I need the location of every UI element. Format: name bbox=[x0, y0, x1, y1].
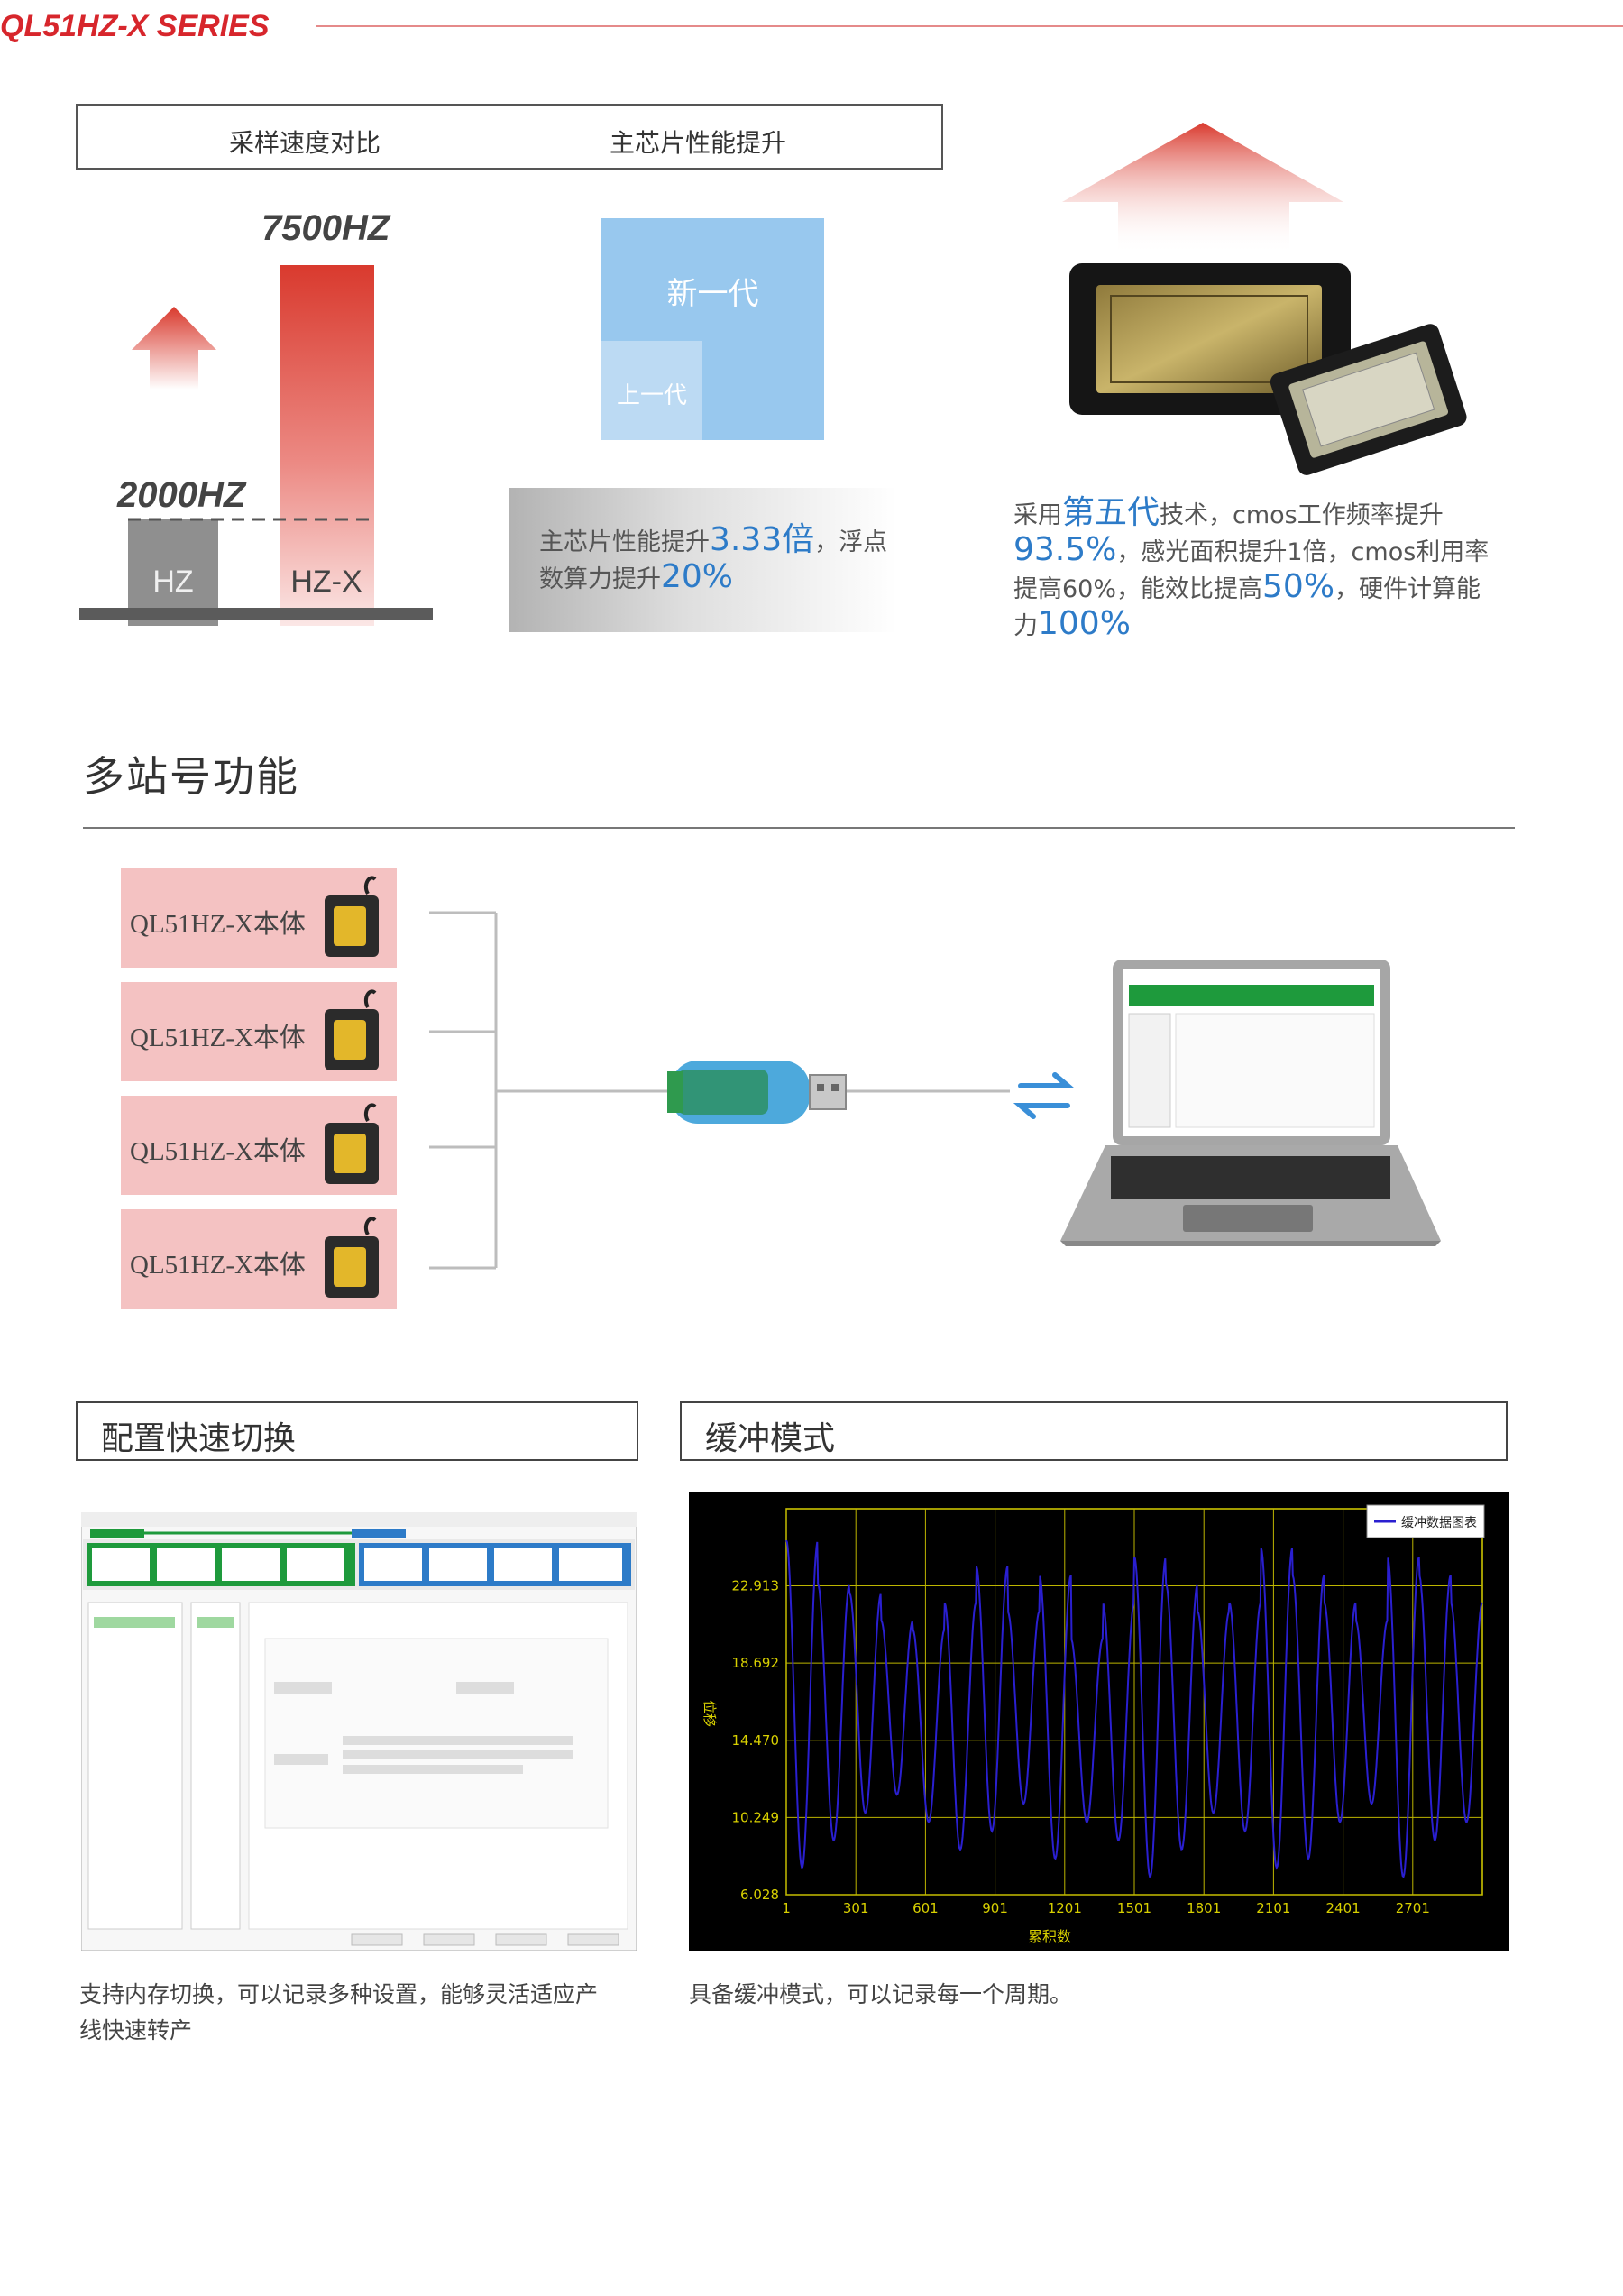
cmos-highlight-efficiency: 50% bbox=[1262, 568, 1335, 605]
sensor-device-icon bbox=[325, 989, 379, 1070]
cmos-highlight-generation: 第五代 bbox=[1062, 494, 1160, 531]
y-tick-label: 6.028 bbox=[740, 1887, 779, 1903]
new-gen-label: 新一代 bbox=[666, 276, 759, 312]
x-tick-label: 301 bbox=[843, 1900, 869, 1916]
x-tick-label: 1 bbox=[782, 1900, 791, 1916]
exchange-arrows-icon bbox=[1013, 1072, 1076, 1119]
old-gen-block bbox=[601, 341, 702, 440]
y-tick-label: 14.470 bbox=[732, 1732, 780, 1749]
y-tick-label: 18.692 bbox=[732, 1655, 780, 1671]
config-caption: 支持内存切换，可以记录多种设置，能够灵活适应产 线快速转产 bbox=[79, 1977, 656, 2049]
cmos-desc-text: ，硬件计算能 bbox=[1334, 575, 1481, 603]
hz-x-bar-label: HZ-X bbox=[290, 565, 362, 599]
buffer-line-chart: 6.028 10.249 14.470 18.692 22.913 1 301 601 901… bbox=[689, 1492, 1509, 1951]
cmos-description: 采用第五代技术，cmos工作频率提升 93.5%，感光面积提升1倍，cmos利用… bbox=[1013, 496, 1518, 644]
cmos-desc-text: 提高60%，能效比提高 bbox=[1013, 575, 1263, 603]
x-tick-label: 2701 bbox=[1396, 1900, 1430, 1916]
chip-desc-text: ，浮点 bbox=[814, 528, 888, 556]
config-caption-line: 支持内存切换，可以记录多种设置，能够灵活适应产 bbox=[79, 1981, 599, 2007]
chart-background bbox=[689, 1492, 1509, 1951]
chart-y-ticks: 6.028 10.249 14.470 18.692 22.913 bbox=[732, 1578, 780, 1903]
sensor-unit-label: QL51HZ-X本体 bbox=[130, 1137, 306, 1166]
cmos-desc-text: 力 bbox=[1013, 612, 1038, 640]
old-value-label: 2000HZ bbox=[116, 475, 247, 515]
chip-desc-text: 数算力提升 bbox=[539, 565, 661, 593]
chip-performance-heading: 主芯片性能提升 bbox=[610, 128, 787, 158]
multi-station-rule bbox=[83, 827, 1515, 829]
cmos-desc-text: ，感光面积提升1倍，cmos利用率 bbox=[1116, 538, 1490, 566]
config-switch-header: 配置快速切换 bbox=[76, 1401, 638, 1461]
x-tick-label: 901 bbox=[982, 1900, 1008, 1916]
cmos-highlight-compute: 100% bbox=[1038, 605, 1131, 642]
config-switch-title: 配置快速切换 bbox=[101, 1420, 297, 1457]
x-tick-label: 1501 bbox=[1117, 1900, 1151, 1916]
hz-x-bar bbox=[280, 265, 374, 626]
series-line bbox=[785, 1539, 1483, 1879]
series-title: QL51HZ-X SERIES bbox=[0, 9, 270, 43]
comparison-header-box: 采样速度对比 主芯片性能提升 bbox=[76, 104, 943, 170]
chip-desc-background bbox=[509, 488, 897, 632]
chip-highlight-multiplier: 3.33倍 bbox=[710, 521, 815, 558]
laptop-icon bbox=[1060, 960, 1441, 1246]
sensor-unit-label: QL51HZ-X本体 bbox=[130, 1024, 306, 1052]
chart-legend: 缓冲数据图表 bbox=[1366, 1504, 1485, 1538]
big-up-arrow-icon bbox=[1062, 123, 1343, 254]
sensor-unit: QL51HZ-X本体 bbox=[121, 982, 397, 1081]
y-tick-label: 10.249 bbox=[732, 1809, 780, 1825]
sensor-unit-label: QL51HZ-X本体 bbox=[130, 910, 306, 939]
sensor-device-icon bbox=[325, 1103, 379, 1184]
legend-entry: 缓冲数据图表 bbox=[1401, 1516, 1477, 1530]
chip-description: 主芯片性能提升3.33倍，浮点 数算力提升20% bbox=[539, 523, 900, 597]
buffer-caption: 具备缓冲模式，可以记录每一个周期。 bbox=[689, 1981, 1073, 2007]
cmos-chip-image bbox=[1062, 123, 1467, 475]
new-value-label: 7500HZ bbox=[261, 208, 391, 248]
speed-bar-chart: 7500HZ 2000HZ HZ HZ-X bbox=[79, 208, 433, 626]
up-arrow-icon bbox=[132, 307, 216, 390]
cmos-highlight-frequency: 93.5% bbox=[1013, 531, 1117, 568]
hz-bar-label: HZ bbox=[152, 565, 193, 599]
chart-y-axis-label: 位移 bbox=[701, 1700, 718, 1727]
config-caption-line: 线快速转产 bbox=[79, 2017, 193, 2043]
sensor-device-icon bbox=[325, 1217, 379, 1298]
buffer-mode-header: 缓冲模式 bbox=[680, 1401, 1508, 1461]
chip-highlight-percent: 20% bbox=[661, 558, 734, 595]
cmos-chip-small bbox=[1270, 324, 1467, 475]
speed-comparison-heading: 采样速度对比 bbox=[229, 128, 381, 158]
chart-x-axis-label: 累积数 bbox=[1028, 1928, 1071, 1945]
x-tick-label: 1201 bbox=[1048, 1900, 1082, 1916]
x-tick-label: 601 bbox=[912, 1900, 939, 1916]
chart-floor bbox=[79, 608, 433, 620]
multi-station-title: 多站号功能 bbox=[83, 752, 299, 801]
usb-adapter-icon bbox=[667, 1061, 847, 1124]
old-gen-label: 上一代 bbox=[616, 382, 687, 409]
sensor-device-icon bbox=[325, 876, 379, 957]
sensor-unit: QL51HZ-X本体 bbox=[121, 1096, 397, 1195]
chart-series-group bbox=[785, 1539, 1483, 1879]
cmos-desc-text: 技术，cmos工作频率提升 bbox=[1160, 501, 1444, 529]
cmos-desc-text: 采用 bbox=[1013, 501, 1062, 529]
bus-lines bbox=[429, 911, 1010, 1270]
chip-desc-text: 主芯片性能提升 bbox=[539, 528, 710, 556]
y-tick-label: 22.913 bbox=[732, 1578, 780, 1594]
sensor-unit-label: QL51HZ-X本体 bbox=[130, 1251, 306, 1280]
sensor-unit: QL51HZ-X本体 bbox=[121, 1209, 397, 1309]
sensor-unit: QL51HZ-X本体 bbox=[121, 868, 397, 968]
config-software-screenshot bbox=[81, 1492, 637, 1951]
x-tick-label: 1801 bbox=[1187, 1900, 1221, 1916]
x-tick-label: 2401 bbox=[1326, 1900, 1361, 1916]
header-rule bbox=[316, 25, 1623, 27]
x-tick-label: 2101 bbox=[1256, 1900, 1290, 1916]
buffer-mode-title: 缓冲模式 bbox=[705, 1420, 836, 1457]
chart-x-ticks: 1 301 601 901 1201 1501 1801 2101 2401 2701 bbox=[782, 1900, 1430, 1916]
